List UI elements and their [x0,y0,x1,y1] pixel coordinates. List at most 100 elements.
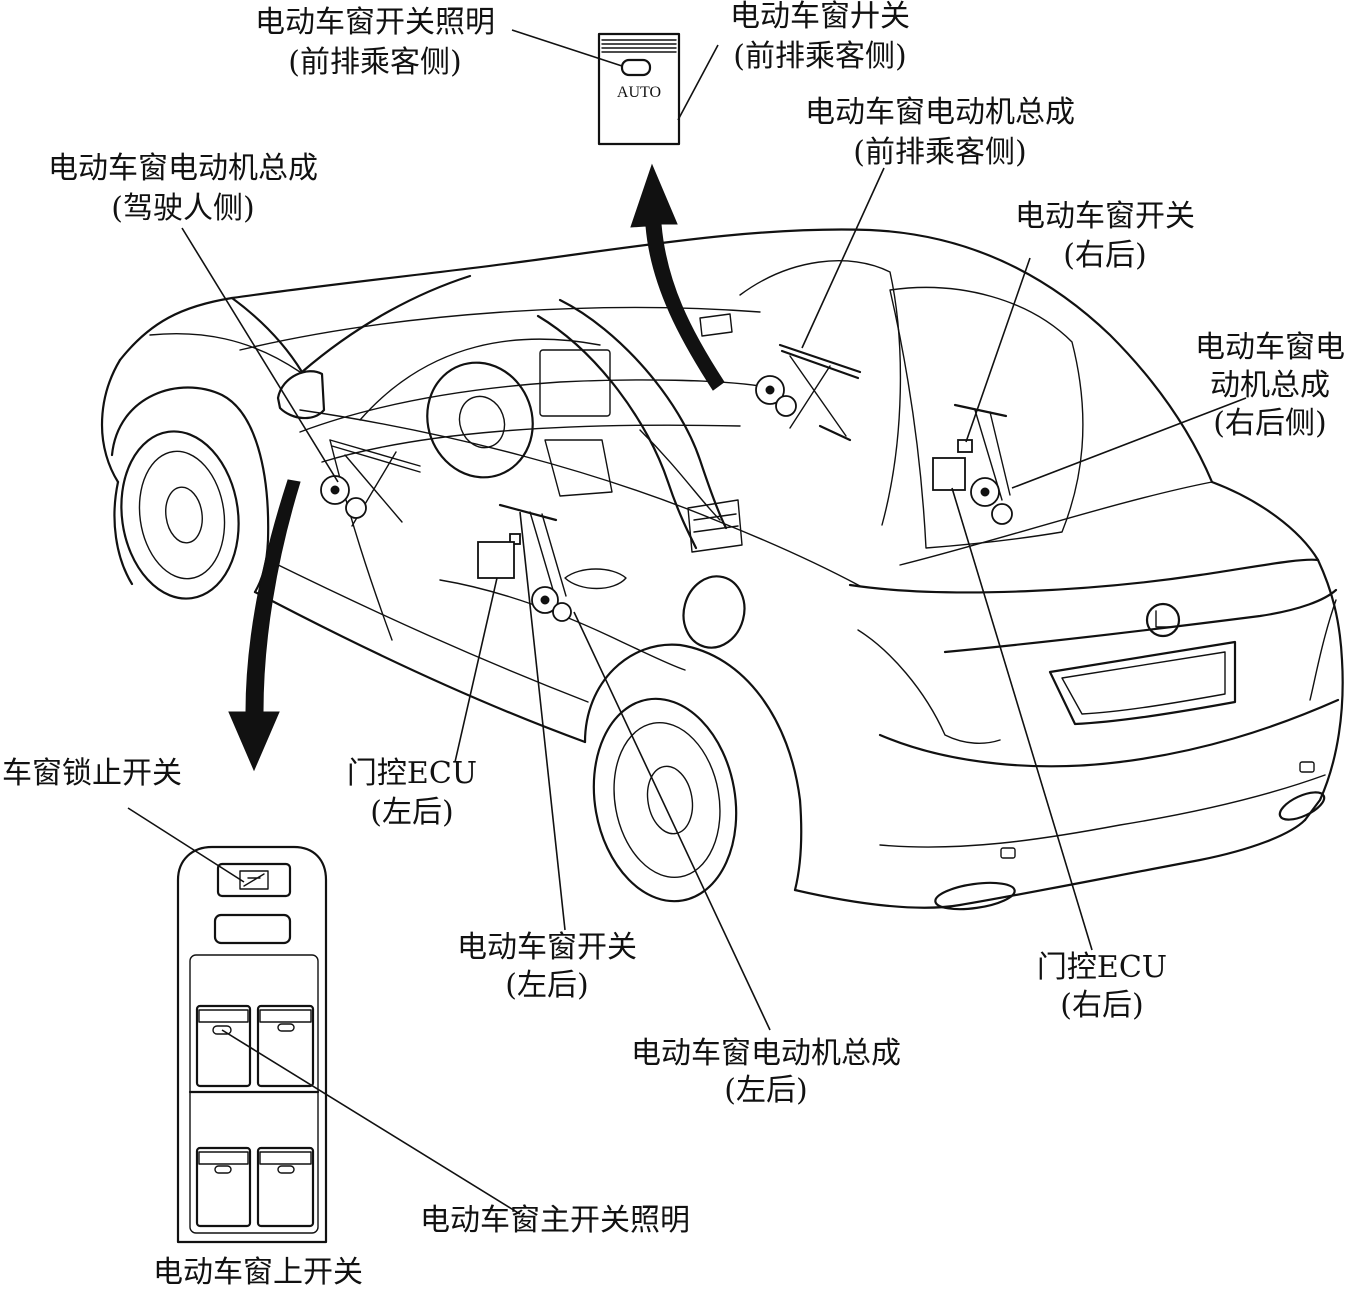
leader-rear-right-switch [965,257,1031,443]
passenger-switch-body [597,32,681,146]
switch-rear-left-body [195,1146,252,1228]
label-rear-left-switch-sub: (左后) [505,968,588,1003]
front-tire [120,430,240,600]
passenger-switch-auto-text: AUTO [617,84,661,101]
switch-rear-left-indicator [214,1165,232,1174]
logo-l-mark [1155,610,1173,628]
switch-front-left-top [198,1009,249,1023]
rear-wheel-arch [583,643,803,892]
label-rear-right-ecu: 门控ECU [1037,950,1167,985]
front-wheel [120,430,240,600]
rear-bumper-line [878,698,1340,768]
label-passenger-switch-illumination-sub: (前排乘客侧) [288,45,461,80]
rear-left-motor-guide [529,511,567,601]
label-master-switch: 电动车窗上开关 [153,1255,363,1290]
logo-ring [1145,602,1181,638]
label-rear-left-motor: 电动车窗电动机总成 [631,1036,901,1071]
tail-light-left [857,629,1001,744]
exhaust-tip-right [1278,791,1326,821]
master-switch-illumination [212,1025,232,1035]
driver-motor-shaft [330,485,340,495]
label-rear-left-motor-sub: (左后) [724,1073,807,1108]
passenger-switch-grip-lines [601,39,677,53]
front-rim [138,450,226,580]
tail-light-right [1309,599,1337,701]
dashboard-lower [321,424,741,463]
leader-passenger-motor [801,167,885,349]
passenger-motor-shaft [765,385,775,395]
rear-right-door-ecu [932,457,966,491]
label-driver-motor-sub: (驾驶人侧) [111,191,254,226]
label-passenger-switch: 电动车窗廾关 [730,0,910,34]
far-rear-window [889,286,1084,549]
trunk-deck-edge [848,558,1320,594]
rear-right-motor-shaft [980,487,990,497]
label-passenger-switch-sub: (前排乘客侧) [733,39,906,74]
switch-front-right [256,1004,315,1088]
rear-left-motor-gear-small [552,602,572,622]
front-passenger-window-motor [755,343,862,442]
passenger-window-switch: AUTO [597,32,681,146]
label-rear-left-ecu: 门控ECU [347,756,477,791]
leader-master-switch-illumination [221,1029,521,1215]
label-master-switch-illumination: 电动车窗主开关照明 [420,1203,690,1238]
front-hub [165,486,203,544]
label-window-lock-switch: 车窗锁止开关 [2,756,182,791]
window-lock-icon-mark [243,873,265,887]
leader-rear-right-ecu [951,487,1093,951]
switch-front-left [195,1004,252,1088]
steering-wheel [426,361,534,479]
rear-window-base [899,481,1213,566]
rear-console-vent [687,499,743,553]
side-mirror [276,370,326,420]
rear-right-window-switch [957,439,973,453]
rear-reflector-right [1299,761,1315,773]
switch-front-right-indicator [277,1023,295,1032]
master-window-switch [176,845,328,1244]
dash-vent-front [699,313,733,337]
a-pillar [300,274,472,374]
driver-motor-gear-small [345,497,367,519]
leader-rear-left-ecu [454,577,498,763]
rear-right-motor-rail [953,403,1008,418]
label-rear-left-switch: 电动车窗开关 [457,930,637,965]
switch-front-right-top [259,1009,312,1023]
label-rear-right-motor-line2: 动机总成 [1210,368,1330,403]
steering-rim [426,361,534,479]
leader-lines [127,29,1247,1215]
c-pillar-inner [536,314,698,550]
hood-crease [149,332,301,373]
leader-passenger-switch-illumination [511,29,623,67]
rear-left-door-ecu [477,541,515,579]
switch-rear-left-top [198,1151,249,1165]
rear-right-window-motor [932,403,1013,525]
rear-left-window-switch [509,533,521,545]
label-driver-motor: 电动车窗电动机总成 [48,151,318,186]
passenger-motor-gear-small [775,395,797,417]
rear-bumper-lower-line [879,774,1326,848]
leader-window-lock-switch [127,807,245,883]
license-plate-inner [1061,651,1226,715]
rear-left-motor-rail [498,503,558,522]
center-display [539,349,611,417]
rear-panel [943,588,1338,654]
switch-rear-right [256,1146,315,1228]
label-passenger-motor-sub: (前排乘客侧) [853,135,1026,170]
rear-end [1210,480,1344,822]
label-passenger-switch-illumination: 电动车窗开关照明 [255,5,495,40]
c-pillar-outer [558,298,728,530]
switch-rear-left [195,1146,252,1228]
rear-reflector-left [1000,847,1016,859]
lexus-logo [1145,602,1181,638]
leader-passenger-switch [677,44,719,121]
car-outline [100,228,1344,911]
label-rear-right-ecu-sub: (右后) [1060,988,1143,1023]
exhaust-tip-left [934,881,1016,911]
master-switch-window [213,913,292,945]
label-rear-right-switch-sub: (右后) [1063,238,1146,273]
beltline [299,409,861,587]
rear-left-window-motor [477,503,572,622]
leader-driver-motor [181,227,339,483]
